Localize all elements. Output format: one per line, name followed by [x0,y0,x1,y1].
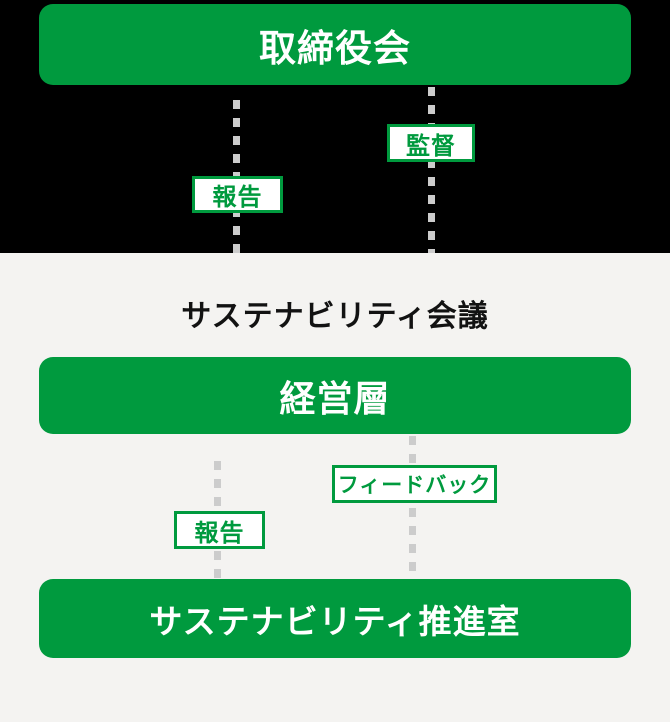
feedback-dashed-line [409,436,416,579]
sustainability-meeting-title: サステナビリティ会議 [181,300,489,333]
supervision-label: 監督 [387,124,475,162]
board-section: 取締役会 監督 報告 [0,0,670,253]
feedback-label: フィードバック [332,465,497,503]
sustainability-promotion-office-box: サステナビリティ推進室 [39,579,631,658]
report-label-top: 報告 [192,176,283,213]
board-of-directors-box: 取締役会 [39,4,631,85]
report-label-bottom: 報告 [174,511,265,549]
sustainability-section: サステナビリティ会議 経営層 フィードバック 報告 サステナビリティ推進室 [0,253,670,722]
supervision-dashed-line [428,87,435,253]
management-box: 経営層 [39,357,631,434]
